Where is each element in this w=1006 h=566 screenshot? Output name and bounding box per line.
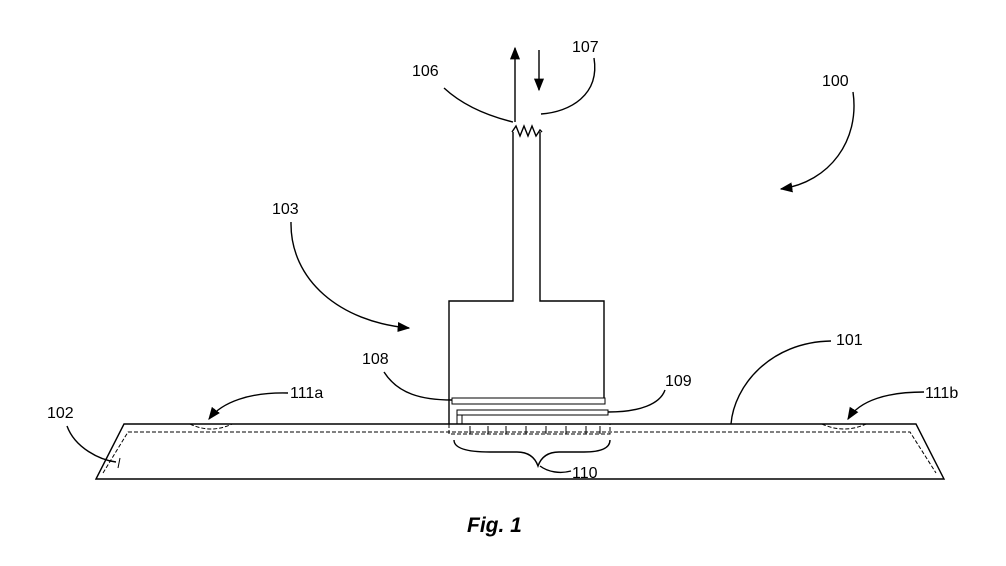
label-109: 109 <box>665 373 692 390</box>
brace-110 <box>453 439 611 469</box>
leader-108 <box>383 371 453 401</box>
leader-110 <box>539 465 572 474</box>
leader-101 <box>730 340 832 425</box>
label-111a: 111a <box>290 385 323 402</box>
housing <box>448 132 605 424</box>
recess-111b <box>821 423 867 430</box>
channels-110 <box>448 424 611 435</box>
recess-111a <box>189 423 233 430</box>
label-108: 108 <box>362 351 389 368</box>
layer-108 <box>451 397 606 405</box>
spring-zigzag <box>511 124 543 138</box>
arrow-100 <box>779 91 855 193</box>
base-plate <box>94 423 946 480</box>
label-106: 106 <box>412 63 439 80</box>
label-107: 107 <box>572 39 599 56</box>
label-102: 102 <box>47 405 74 422</box>
arrow-111b <box>847 391 925 421</box>
label-103: 103 <box>272 201 299 218</box>
leader-106 <box>443 87 514 123</box>
label-110: 110 <box>572 465 598 482</box>
arrow-103 <box>290 221 411 333</box>
figure-caption: Fig. 1 <box>467 514 522 537</box>
label-111b: 111b <box>925 385 958 402</box>
tick-102 <box>117 457 121 469</box>
leader-109 <box>607 389 666 413</box>
leader-102 <box>66 425 117 463</box>
label-101: 101 <box>836 332 863 349</box>
layer-109 <box>456 409 609 424</box>
label-100: 100 <box>822 73 849 90</box>
leader-107 <box>540 57 596 115</box>
arrow-111a <box>208 392 289 421</box>
